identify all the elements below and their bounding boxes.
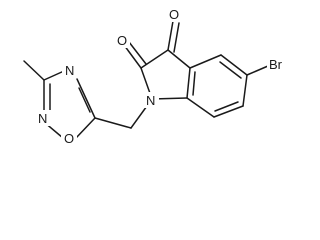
atom-n-indole: N — [146, 93, 155, 108]
bond-set — [23, 20, 269, 139]
bond-c3ox-methyl — [23, 60, 45, 81]
bond-c3a-c7a — [186, 67, 191, 99]
bond-ch2-c5ox — [94, 117, 132, 129]
atom-o-amide: O — [117, 33, 127, 48]
bond-c5-c6 — [242, 74, 248, 107]
bond-c4-c5-inner — [219, 61, 242, 79]
bond-c2-c3 — [140, 49, 169, 69]
bond-c6-c7-inner — [214, 101, 239, 112]
bond-c3ox-n4 — [43, 70, 65, 81]
atom-bromine: Br — [269, 57, 283, 72]
bond-c3-o-a — [167, 20, 174, 51]
molecule-structure: O O N Br N N O — [23, 6, 291, 146]
atom-n-oxadiazole-top: N — [65, 63, 74, 78]
bond-n4-c5ox — [76, 78, 96, 119]
bond-c6-c7 — [213, 105, 244, 118]
bond-c2-o-a — [123, 44, 142, 69]
bond-c5ox-o1 — [75, 117, 96, 139]
bond-c7-c7a — [186, 97, 215, 118]
bond-c3a-c7a-inner — [192, 71, 196, 96]
atom-labels: O O N Br N N O — [35, 6, 291, 146]
atom-o-oxadiazole: O — [64, 131, 74, 146]
bond-c3-c3a — [167, 49, 191, 69]
bond-c5-br — [246, 65, 269, 76]
bond-c4-c5 — [220, 54, 248, 76]
bond-c3-o-b — [173, 22, 180, 53]
atom-o-ketone: O — [169, 7, 179, 22]
bond-n4-c5ox-inner — [78, 87, 91, 113]
bond-c2-o-b — [128, 41, 147, 65]
bond-c3a-c4 — [189, 54, 222, 69]
atom-n-oxadiazole-left: N — [38, 111, 47, 126]
